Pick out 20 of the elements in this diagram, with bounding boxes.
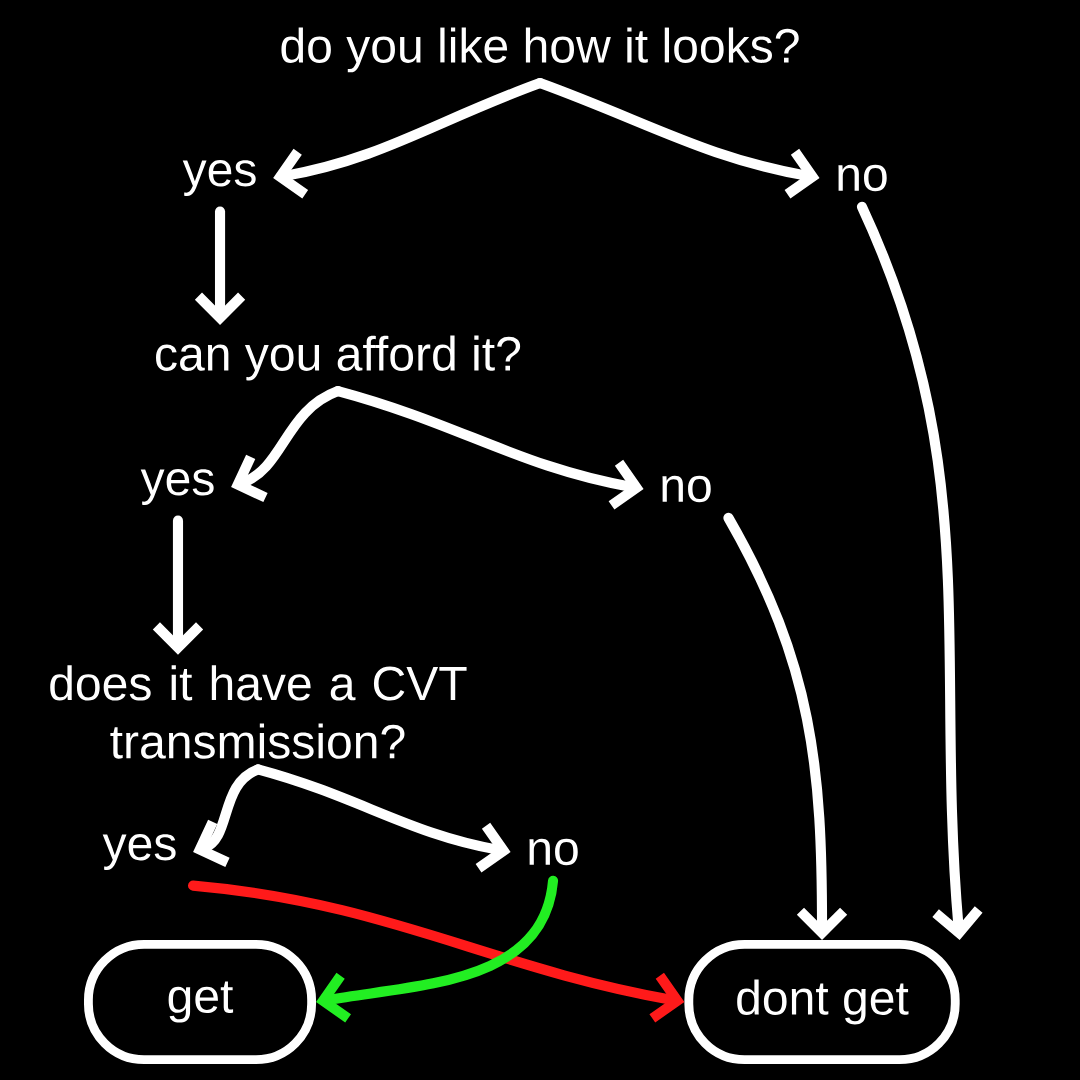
answer-text: no [529,838,578,866]
outcome-box: get [83,940,317,1065]
arrow [856,201,983,940]
arrow [316,875,559,1023]
arrow [332,385,644,510]
answer-text: yes [140,469,214,505]
arrow [723,512,848,940]
arrow [194,206,246,325]
question-text: does it have a CVT transmission? [50,665,467,759]
answer-text: no [838,164,887,192]
outcome-box: dont get [684,940,960,1065]
arrow [188,880,685,1023]
question-text: do you like how it looks? [281,27,799,73]
question-text: can you afford it? [156,335,521,381]
answer-text: yes [102,834,176,870]
arrow [152,515,204,655]
arrow [534,77,820,199]
answer-text: no [662,475,711,503]
answer-text: yes [182,160,256,196]
arrow [252,764,511,873]
